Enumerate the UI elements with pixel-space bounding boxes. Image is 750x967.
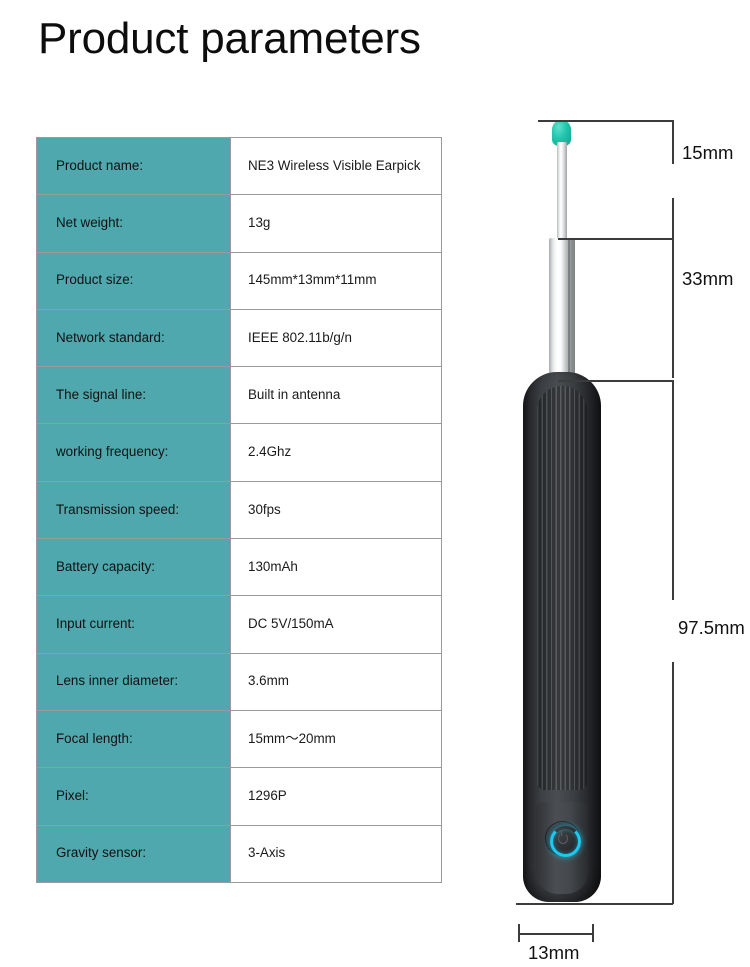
page-title: Product parameters (38, 14, 421, 63)
table-row: The signal line: Built in antenna (36, 366, 442, 425)
spec-value-pixel: 1296P (230, 767, 442, 826)
spec-label-gravity-sensor: Gravity sensor: (36, 824, 231, 883)
spec-label-net-weight: Net weight: (36, 194, 231, 253)
product-parameters-table: Product name: NE3 Wireless Visible Earpi… (36, 136, 442, 883)
table-row: working frequency: 2.4Ghz (36, 423, 442, 482)
table-row: Transmission speed: 30fps (36, 480, 442, 540)
dimension-label-body-length: 97.5mm (678, 617, 745, 638)
spec-value-net-weight: 13g (230, 194, 442, 253)
spec-label-network-standard: Network standard: (36, 308, 231, 368)
spec-label-input-current: Input current: (36, 595, 231, 654)
table-row: Product name: NE3 Wireless Visible Earpi… (36, 136, 442, 196)
spec-value-working-frequency: 2.4Ghz (230, 423, 442, 482)
ribbed-grip-panel (537, 386, 587, 790)
measure-line-13mm (518, 933, 594, 935)
power-button[interactable] (546, 822, 581, 857)
spec-label-lens-inner-diameter: Lens inner diameter: (36, 652, 231, 711)
spec-label-pixel: Pixel: (36, 767, 231, 826)
earpick-device-illustration (505, 100, 625, 910)
spec-value-transmission-speed: 30fps (230, 480, 442, 540)
measure-line-33mm (672, 198, 674, 378)
probe-shaft (549, 238, 575, 384)
table-row: Net weight: 13g (36, 194, 442, 253)
table-row: Battery capacity: 130mAh (36, 538, 442, 597)
leader-line-shaft (558, 238, 673, 240)
leader-line-body (558, 380, 673, 382)
table-row: Network standard: IEEE 802.11b/g/n (36, 308, 442, 368)
dimension-label-body-width: 13mm (528, 942, 580, 963)
spec-label-product-name: Product name: (36, 136, 231, 196)
table-row: Pixel: 1296P (36, 767, 442, 826)
spec-label-signal-line: The signal line: (36, 366, 231, 425)
spec-label-product-size: Product size: (36, 251, 231, 310)
spec-value-input-current: DC 5V/150mA (230, 595, 442, 654)
measure-tick-13mm-right (592, 924, 594, 942)
measure-line-15mm (672, 120, 674, 164)
spec-value-signal-line: Built in antenna (230, 366, 442, 425)
table-row: Focal length: 15mm～20mm (36, 709, 442, 769)
spec-label-working-frequency: working frequency: (36, 423, 231, 482)
spec-label-battery-capacity: Battery capacity: (36, 538, 231, 597)
power-icon (557, 830, 568, 844)
probe-neck (556, 142, 567, 242)
measure-line-97-5mm-lower (672, 662, 674, 904)
leader-line-bottom (516, 903, 673, 905)
spec-value-gravity-sensor: 3-Axis (230, 824, 442, 883)
product-figure: 15mm 33mm 97.5mm 13mm (460, 100, 750, 963)
table-row: Product size: 145mm*13mm*11mm (36, 251, 442, 310)
spec-value-focal-length: 15mm～20mm (230, 709, 442, 769)
spec-value-product-size: 145mm*13mm*11mm (230, 251, 442, 310)
measure-line-97-5mm-upper (672, 380, 674, 600)
spec-value-product-name: NE3 Wireless Visible Earpick (230, 136, 442, 196)
measure-tick-13mm-left (518, 924, 520, 942)
spec-label-transmission-speed: Transmission speed: (36, 480, 231, 540)
table-row: Input current: DC 5V/150mA (36, 595, 442, 654)
indicator-ring-icon (550, 826, 581, 857)
dimension-label-probe-length: 33mm (682, 268, 734, 289)
table-row: Gravity sensor: 3-Axis (36, 824, 442, 883)
table-body: Product name: NE3 Wireless Visible Earpi… (36, 136, 442, 883)
spec-value-battery-capacity: 130mAh (230, 538, 442, 597)
silicone-tip (552, 120, 571, 146)
spec-label-focal-length: Focal length: (36, 709, 231, 769)
dimension-label-tip-length: 15mm (682, 142, 734, 163)
table-row: Lens inner diameter: 3.6mm (36, 652, 442, 711)
leader-line-tip (538, 120, 673, 122)
spec-value-lens-inner-diameter: 3.6mm (230, 652, 442, 711)
device-body (523, 372, 601, 902)
spec-value-network-standard: IEEE 802.11b/g/n (230, 308, 442, 368)
